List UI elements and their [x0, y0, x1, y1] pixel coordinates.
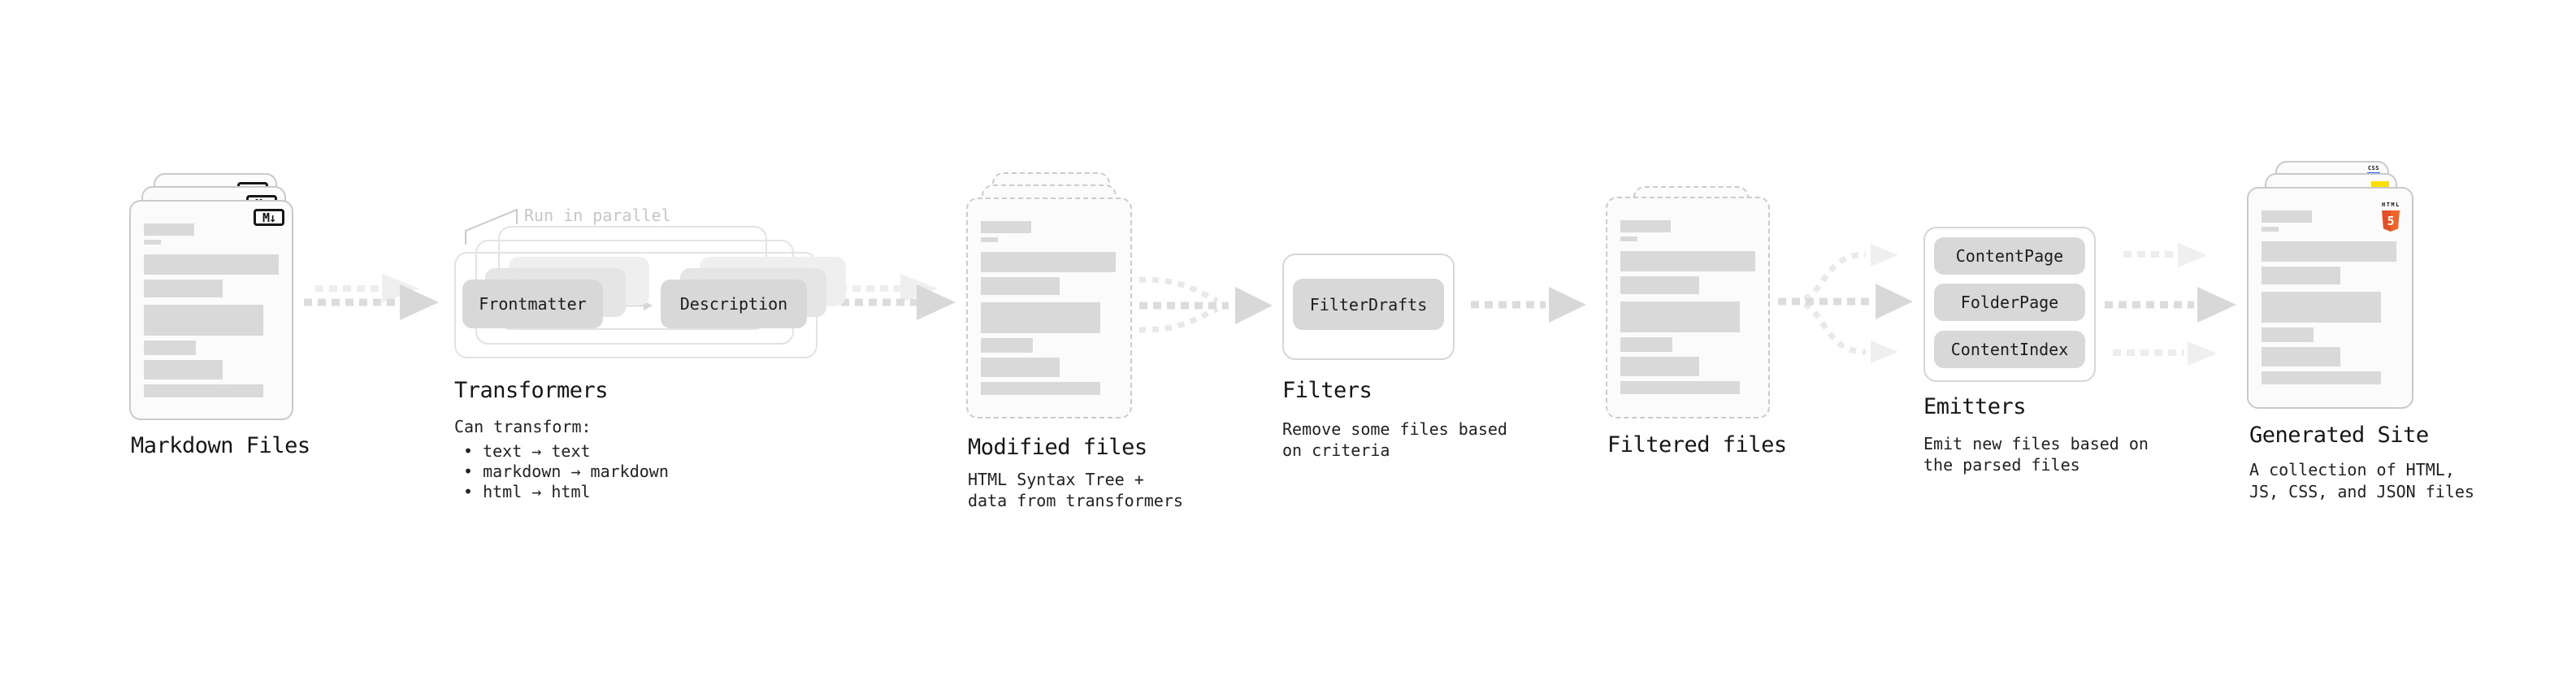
bullet-item: • text → text [463, 441, 591, 461]
frontmatter-chip: Frontmatter [462, 280, 603, 328]
stage-markdown-files: M↓ M↓ M↓ Markdown Files [129, 173, 324, 466]
desc-line: on criteria [1282, 440, 1390, 460]
contentindex-chip: ContentIndex [1934, 331, 2085, 368]
generated-site-desc: A collection of HTML, JS, CSS, and JSON … [2249, 459, 2474, 503]
js-icon [2371, 181, 2389, 189]
modified-files-desc: HTML Syntax Tree + data from transformer… [968, 469, 1183, 511]
arrow-markdown-to-transformers [304, 274, 439, 320]
stage-transformers: Run in parallel Frontmatter Description … [454, 203, 846, 512]
stage-emitters: ContentPage FolderPage ContentIndex Emit… [1923, 227, 2167, 487]
stage-filters: FilterDrafts Filters Remove some files b… [1282, 254, 1526, 481]
desc-line: A collection of HTML, [2249, 460, 2455, 479]
arrow-transformers-to-modified [827, 274, 956, 320]
stage-modified-files: Modified files HTML Syntax Tree + data f… [966, 172, 1183, 514]
generated-html-card: HTML 5 [2247, 187, 2413, 409]
html5-icon-word: HTML [2382, 202, 2400, 208]
bullet-item: • html → html [463, 482, 591, 501]
filters-desc: Remove some files based on criteria [1282, 419, 1507, 461]
filterdrafts-chip: FilterDrafts [1293, 279, 1444, 330]
stage-label-transformers: Transformers [454, 378, 609, 403]
emitters-desc: Emit new files based on the parsed files [1923, 433, 2149, 475]
desc-line: JS, CSS, and JSON files [2249, 482, 2474, 501]
arrow-emitters-to-generated [2105, 243, 2236, 366]
stage-filtered-files: Filtered files [1606, 186, 1801, 479]
document-placeholder-lines [981, 221, 1116, 395]
stage-label-modified-files: Modified files [968, 435, 1147, 460]
desc-line: Remove some files based [1282, 419, 1507, 439]
annotation-leader-line [465, 208, 518, 245]
stage-label-markdown-files: Markdown Files [131, 433, 310, 458]
filtered-file-card-front [1606, 197, 1770, 419]
stage-label-filtered-files: Filtered files [1607, 432, 1787, 458]
description-chip: Description [661, 280, 807, 328]
document-placeholder-lines [144, 223, 279, 397]
run-in-parallel-annotation: Run in parallel [524, 206, 671, 225]
stage-label-emitters: Emitters [1923, 394, 2027, 419]
document-placeholder-lines [1620, 220, 1755, 394]
transformers-bullet-list: • text → text • markdown → markdown • ht… [454, 441, 669, 502]
arrow-filters-to-filtered [1471, 287, 1586, 323]
html5-icon-shield: 5 [2382, 210, 2400, 232]
folderpage-chip: FolderPage [1934, 284, 2085, 321]
document-placeholder-lines [2262, 210, 2396, 384]
contentpage-chip: ContentPage [1934, 237, 2085, 275]
transformers-desc-heading: Can transform: [454, 417, 592, 436]
arrow-filtered-to-emitters [1778, 244, 1913, 363]
stage-label-generated-site: Generated Site [2249, 423, 2429, 448]
desc-line: Emit new files based on [1923, 434, 2149, 453]
markdown-icon: M↓ [254, 209, 284, 226]
bullet-item: • markdown → markdown [463, 462, 669, 481]
stage-label-filters: Filters [1282, 378, 1373, 403]
stage-generated-site: CSS HTML 5 Generated Site A collection o… [2247, 161, 2474, 510]
html5-icon: HTML 5 [2382, 194, 2400, 232]
modified-file-card-front [966, 197, 1132, 419]
desc-line: the parsed files [1923, 455, 2080, 475]
desc-line: data from transformers [968, 491, 1183, 510]
arrow-modified-to-filters [1138, 276, 1273, 333]
desc-line: HTML Syntax Tree + [968, 470, 1144, 489]
markdown-file-card-front: M↓ [129, 200, 293, 420]
